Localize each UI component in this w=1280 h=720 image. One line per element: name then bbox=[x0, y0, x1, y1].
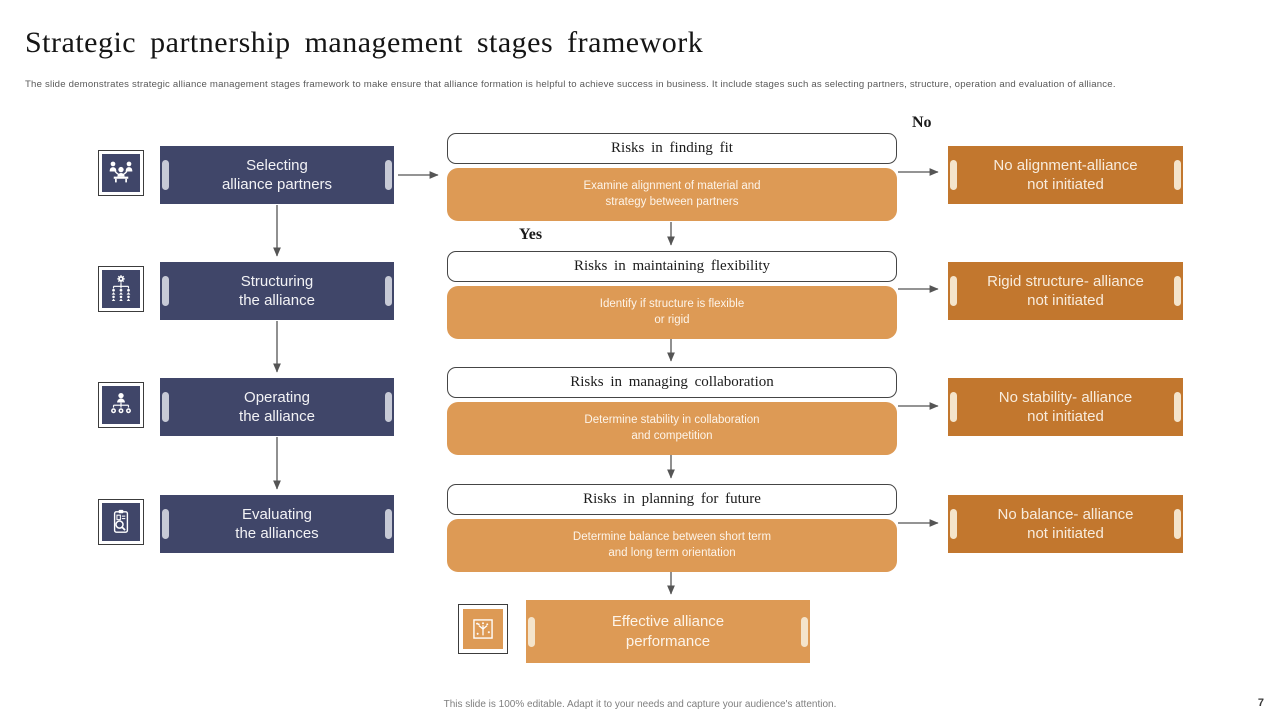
action-box: Determine balance between short term and… bbox=[447, 519, 897, 572]
risk-box: Risks in finding fit bbox=[447, 133, 897, 164]
connector-tab bbox=[1174, 509, 1181, 539]
risk-box: Risks in managing collaboration bbox=[447, 367, 897, 398]
risk-label: Risks in managing collaboration bbox=[570, 374, 774, 390]
connector-tab bbox=[1174, 276, 1181, 306]
outcome-label: No balance- alliance not initiated bbox=[997, 505, 1134, 542]
stage-box-evaluating: Evaluating the alliances bbox=[160, 495, 394, 553]
decision-label-no: No bbox=[912, 114, 932, 131]
footer-note: This slide is 100% editable. Adapt it to… bbox=[443, 699, 837, 710]
action-box: Examine alignment of material and strate… bbox=[447, 168, 897, 221]
outcome-label: No alignment-alliance not initiated bbox=[993, 156, 1138, 193]
outcome-box: No alignment-alliance not initiated bbox=[948, 146, 1183, 204]
risk-label: Risks in planning for future bbox=[583, 491, 761, 507]
person-network-icon bbox=[102, 386, 140, 424]
connector-tab bbox=[950, 276, 957, 306]
risk-box: Risks in planning for future bbox=[447, 484, 897, 515]
action-label: Identify if structure is flexible or rig… bbox=[599, 297, 745, 326]
action-label: Determine stability in collaboration and… bbox=[584, 413, 760, 442]
page-title: Strategic partnership management stages … bbox=[25, 26, 704, 59]
stage-box-structuring: Structuring the alliance bbox=[160, 262, 394, 320]
page-subtitle: The slide demonstrates strategic allianc… bbox=[25, 79, 1116, 90]
connector-tab bbox=[162, 509, 169, 539]
connector-tab bbox=[162, 392, 169, 422]
stage-icon-frame bbox=[98, 266, 144, 312]
stage-icon-frame bbox=[98, 499, 144, 545]
connector-tab bbox=[1174, 160, 1181, 190]
stage-box-operating: Operating the alliance bbox=[160, 378, 394, 436]
stage-icon-frame bbox=[98, 150, 144, 196]
action-box: Determine stability in collaboration and… bbox=[447, 402, 897, 455]
decision-label-yes: Yes bbox=[519, 226, 543, 243]
stage-label: Evaluating the alliances bbox=[235, 505, 319, 542]
connector-tab bbox=[528, 616, 535, 647]
hierarchy-gear-icon bbox=[102, 270, 140, 308]
stage-label: Operating the alliance bbox=[239, 388, 315, 425]
sparkle-tree-icon bbox=[463, 609, 503, 649]
connector-tab bbox=[385, 160, 392, 190]
connector-tab bbox=[801, 616, 808, 647]
connector-tab bbox=[385, 392, 392, 422]
stage-box-selecting: Selecting alliance partners bbox=[160, 146, 394, 204]
people-presentation-icon bbox=[102, 154, 140, 192]
stage-icon-frame bbox=[98, 382, 144, 428]
final-label: Effective alliance performance bbox=[611, 613, 725, 650]
clipboard-search-icon bbox=[102, 503, 140, 541]
connector-tab bbox=[162, 276, 169, 306]
connector-tab bbox=[950, 160, 957, 190]
outcome-label: No stability- alliance not initiated bbox=[998, 388, 1133, 425]
risk-label: Risks in finding fit bbox=[611, 140, 733, 156]
outcome-box: Rigid structure- alliance not initiated bbox=[948, 262, 1183, 320]
connector-tab bbox=[385, 276, 392, 306]
page-number: 7 bbox=[1257, 697, 1264, 709]
stage-label: Structuring the alliance bbox=[239, 272, 315, 309]
connector-tab bbox=[950, 509, 957, 539]
connector-tab bbox=[950, 392, 957, 422]
connector-tab bbox=[162, 160, 169, 190]
action-label: Determine balance between short term and… bbox=[572, 530, 772, 559]
final-icon-frame bbox=[458, 604, 508, 654]
connector-tab bbox=[1174, 392, 1181, 422]
risk-label: Risks in maintaining flexibility bbox=[573, 258, 771, 274]
risk-box: Risks in maintaining flexibility bbox=[447, 251, 897, 282]
connector-tab bbox=[385, 509, 392, 539]
action-box: Identify if structure is flexible or rig… bbox=[447, 286, 897, 339]
final-box-effective-performance: Effective alliance performance bbox=[526, 600, 810, 663]
outcome-box: No balance- alliance not initiated bbox=[948, 495, 1183, 553]
stage-label: Selecting alliance partners bbox=[221, 156, 333, 193]
action-label: Examine alignment of material and strate… bbox=[583, 179, 761, 208]
outcome-label: Rigid structure- alliance not initiated bbox=[987, 272, 1144, 309]
outcome-box: No stability- alliance not initiated bbox=[948, 378, 1183, 436]
